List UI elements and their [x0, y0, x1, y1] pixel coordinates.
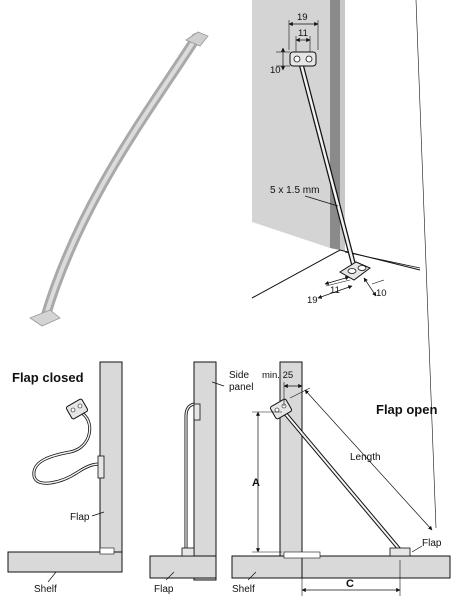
closed-shelf	[7, 551, 123, 573]
side-panel-label: Side panel	[229, 370, 253, 393]
dim-10-bottom-label: 10	[376, 288, 387, 299]
flap-open-title: Flap open	[376, 402, 437, 417]
open-shelf	[231, 555, 303, 579]
open-flap-panel	[301, 555, 451, 579]
open-shelf-label: Shelf	[232, 584, 255, 595]
open-bottom-plate-icon	[389, 547, 411, 557]
dim-19-bottom-label: 19	[307, 295, 318, 306]
middle-flap-label: Flap	[154, 584, 174, 595]
closed-shelf-label: Shelf	[34, 584, 57, 595]
top-mount-plate-icon	[289, 51, 317, 67]
length-label: Length	[350, 452, 381, 463]
side-panel-label-line2: panel	[229, 382, 253, 393]
dim-A-label: A	[252, 477, 260, 489]
closed-flap-label: Flap	[70, 512, 90, 523]
min-25-label: min. 25	[262, 370, 293, 381]
closed-stay-rod	[33, 411, 101, 484]
side-panel-view: Side panel Flap	[149, 361, 253, 595]
open-flap-label: Flap	[422, 538, 442, 549]
open-side-panel	[279, 361, 303, 561]
flap-closed-view: Flap closed Flap Shelf	[7, 361, 123, 595]
middle-stay-rod	[185, 403, 195, 552]
bottom-bracket-icon	[29, 309, 61, 327]
flap-open-view: min. 25 Length A C Flap open Flap Shelf	[231, 0, 451, 596]
dim-10-top-label: 10	[270, 65, 281, 76]
top-bracket-icon	[185, 31, 209, 47]
open-top-plate-icon	[269, 398, 293, 420]
dim-11-top-label: 11	[298, 28, 308, 39]
bent-stay-rod-photo	[29, 31, 209, 327]
installed-detail-view: 19 11 10 5 x 1.5 mm 11 19 10	[251, 0, 421, 306]
middle-flap-panel	[149, 555, 217, 579]
flap-closed-title: Flap closed	[12, 370, 84, 385]
rod-size-label: 5 x 1.5 mm	[270, 185, 319, 196]
dim-C-label: C	[346, 578, 354, 590]
stay-rod	[298, 59, 357, 271]
side-panel-label-line1: Side	[229, 370, 249, 381]
closed-top-plate-icon	[65, 398, 89, 420]
middle-side-panel	[193, 361, 217, 581]
dim-19-top-label: 19	[297, 12, 308, 23]
